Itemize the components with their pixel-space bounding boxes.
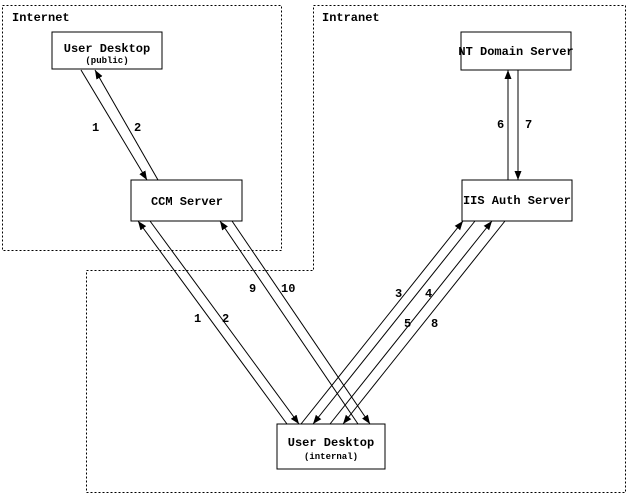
nt-domain-server-title: NT Domain Server (458, 45, 573, 59)
arrow-label-7: 7 (525, 118, 532, 132)
arrow-label-public-2: 2 (134, 121, 141, 135)
node-iis-auth-server (461, 179, 573, 222)
user-desktop-internal-subtitle: (internal) (304, 452, 358, 462)
arrow-label-10: 10 (281, 282, 295, 296)
arrow-label-public-1: 1 (92, 121, 99, 135)
arrow-label-3: 3 (395, 287, 402, 301)
node-ccm-server (130, 179, 243, 222)
arrow-label-8: 8 (431, 317, 438, 331)
arrow-label-internal-1: 1 (194, 312, 201, 326)
arrow-label-6: 6 (497, 118, 504, 132)
intranet-zone-label: Intranet (322, 11, 380, 25)
flow-line-iis-to-internal-4 (312, 220, 476, 425)
iis-auth-server-title: IIS Auth Server (463, 194, 571, 208)
ccm-server-title: CCM Server (151, 195, 223, 209)
flow-line-ccm-to-internal-10 (231, 220, 371, 425)
user-desktop-public-title: User Desktop (64, 42, 150, 56)
flow-line-internal-to-ccm-1 (137, 220, 288, 425)
flow-line-iis-to-internal-8 (342, 220, 506, 425)
flow-line-internal-to-iis-5 (329, 220, 493, 425)
internet-zone-outline (2, 5, 282, 251)
node-user-desktop-public (51, 31, 163, 70)
user-desktop-public-subtitle: (public) (85, 56, 128, 66)
node-user-desktop-internal (276, 423, 386, 470)
arrow-label-9: 9 (249, 282, 256, 296)
intranet-zone-outline (86, 5, 626, 493)
arrow-label-internal-2: 2 (222, 312, 229, 326)
flow-line-public-to-ccm-1 (80, 69, 148, 181)
user-desktop-internal-title: User Desktop (288, 436, 374, 450)
flow-line-internal-to-ccm-9 (219, 220, 359, 425)
node-nt-domain-server (460, 31, 572, 71)
flow-line-internal-to-iis-3 (300, 220, 464, 425)
arrow-label-4: 4 (425, 287, 432, 301)
arrow-label-5: 5 (404, 317, 411, 331)
flow-line-ccm-to-internal-2 (149, 220, 300, 425)
flow-line-ccm-to-public-2 (94, 69, 159, 181)
internet-zone-label: Internet (12, 11, 70, 25)
